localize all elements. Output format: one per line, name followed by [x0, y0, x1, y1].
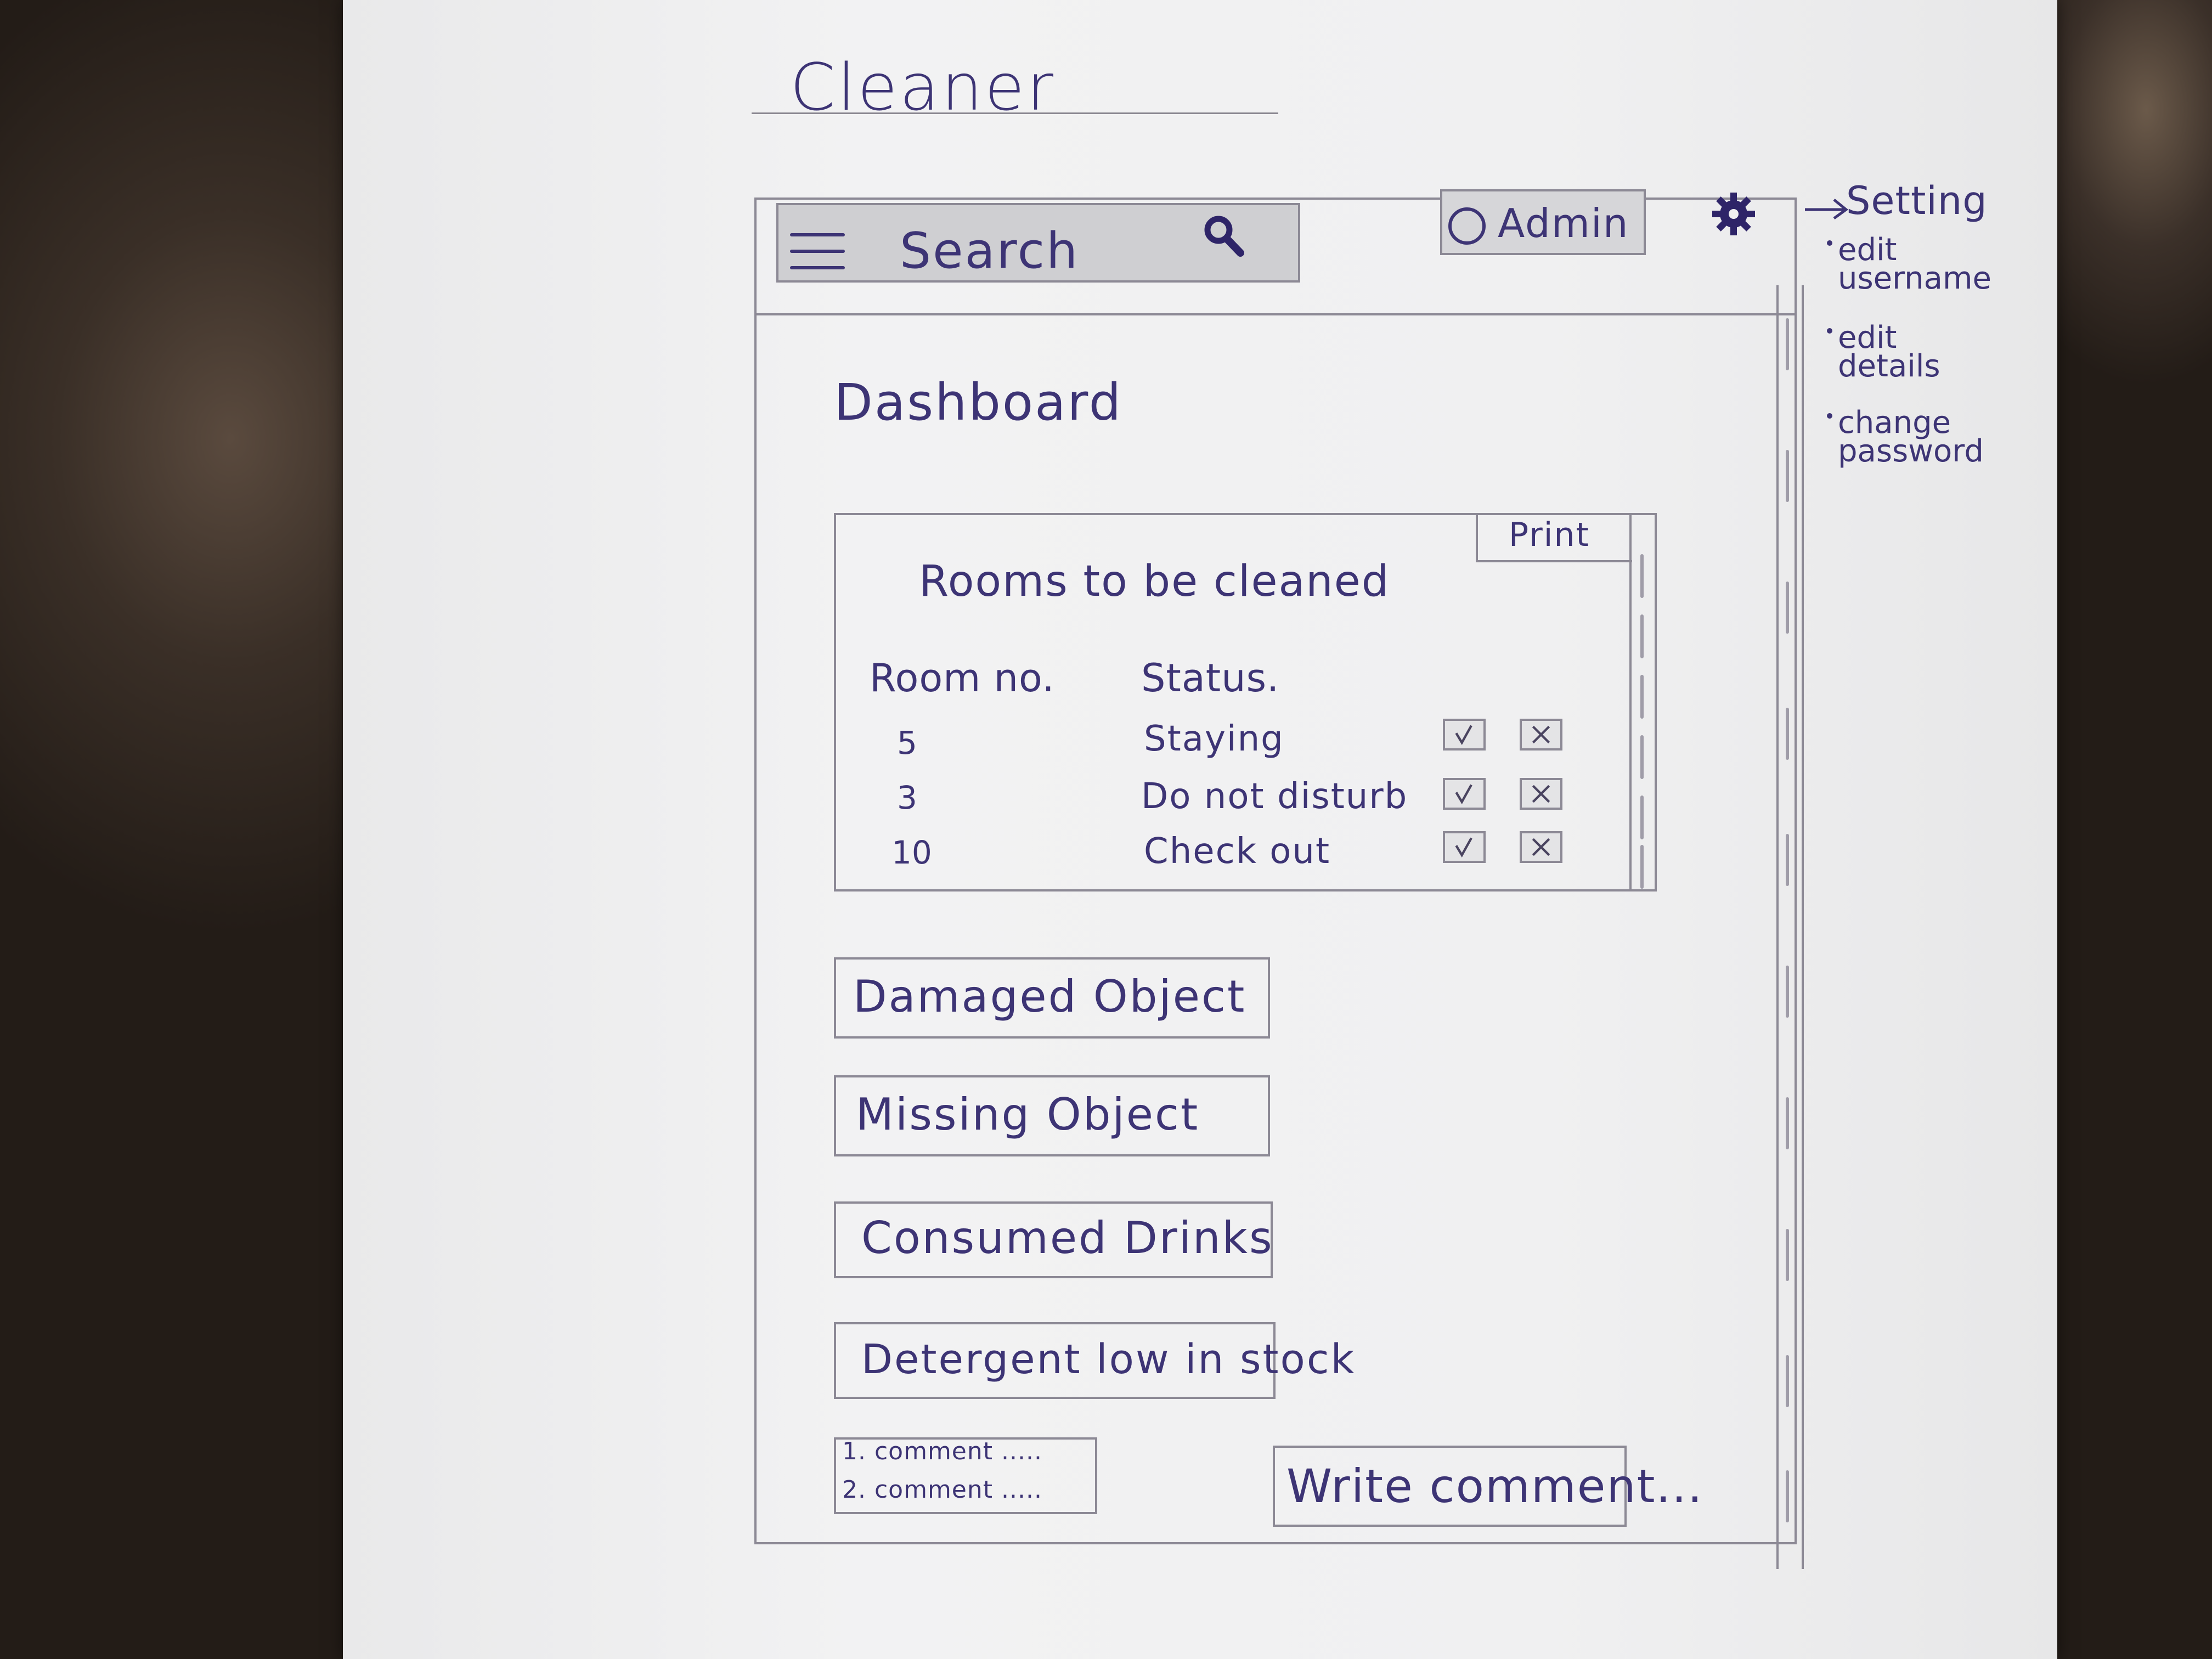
reject-checkbox[interactable] — [1520, 719, 1562, 751]
reject-checkbox[interactable] — [1520, 778, 1562, 810]
scrollbar-dash — [1786, 1229, 1789, 1281]
consumed-drinks-label[interactable]: Consumed Drinks — [861, 1212, 1274, 1263]
consumed-drinks-button[interactable] — [834, 1201, 1273, 1278]
print-label[interactable]: Print — [1509, 516, 1590, 554]
arrow-right-icon — [1805, 199, 1849, 220]
missing-object-button[interactable] — [834, 1075, 1270, 1156]
search-bar[interactable] — [776, 203, 1300, 283]
scrollbar-dash — [1786, 1355, 1789, 1407]
approve-checkbox[interactable] — [1443, 831, 1486, 863]
search-input[interactable]: Search — [900, 222, 1080, 280]
room-number-cell: 5 — [897, 724, 917, 761]
comments-list — [834, 1437, 1097, 1514]
damaged-object-label[interactable]: Damaged Object — [853, 971, 1246, 1022]
scrollbar-dash — [1640, 735, 1644, 779]
room-number-cell: 3 — [897, 779, 917, 816]
top-bar — [754, 198, 1797, 315]
write-comment-input[interactable] — [1273, 1446, 1627, 1527]
reject-checkbox[interactable] — [1520, 831, 1562, 863]
write-comment-placeholder[interactable]: Write comment... — [1286, 1459, 1703, 1513]
admin-button[interactable] — [1440, 189, 1646, 255]
status-cell: Staying — [1144, 719, 1284, 759]
scrollbar-dash — [1640, 845, 1644, 889]
detergent-low-button[interactable] — [834, 1322, 1276, 1399]
approve-checkbox[interactable] — [1443, 778, 1486, 810]
scrollbar-dash — [1640, 675, 1644, 719]
page-title: Dashboard — [834, 373, 1123, 432]
rooms-panel — [834, 513, 1657, 891]
room-number-cell: 10 — [891, 834, 932, 871]
column-header-status: Status. — [1141, 656, 1280, 701]
scrollbar-dash — [1640, 614, 1644, 658]
scrollbar-dash — [1786, 966, 1789, 1018]
scrollbar-dash — [1786, 834, 1789, 886]
scrollbar-dash — [1640, 554, 1644, 598]
scrollbar-dash — [1786, 318, 1789, 370]
admin-label: Admin — [1498, 200, 1629, 246]
missing-object-label[interactable]: Missing Object — [856, 1089, 1200, 1140]
app-window — [754, 198, 1797, 1544]
comment-item: 1. comment ..... — [842, 1437, 1042, 1465]
scrollbar-dash — [1640, 795, 1644, 839]
main-scrollbar[interactable] — [1776, 285, 1804, 1569]
rooms-panel-scrollbar[interactable] — [1629, 513, 1654, 891]
rooms-panel-title: Rooms to be cleaned — [919, 557, 1390, 606]
comment-item: 2. comment ..... — [842, 1476, 1042, 1504]
status-cell: Do not disturb — [1141, 776, 1408, 817]
scrollbar-dash — [1786, 582, 1789, 634]
gear-icon[interactable] — [1709, 189, 1758, 239]
settings-item-edit-details: edit details — [1827, 323, 1975, 382]
column-header-room: Room no. — [870, 656, 1055, 701]
user-circle-icon — [1448, 207, 1486, 245]
print-button[interactable] — [1476, 513, 1632, 562]
damaged-object-button[interactable] — [834, 957, 1270, 1039]
settings-item-change-password: change password — [1827, 408, 2002, 467]
status-cell: Check out — [1144, 831, 1331, 872]
hamburger-menu-icon[interactable] — [790, 233, 845, 272]
scrollbar-dash — [1786, 708, 1789, 760]
settings-note-title: Setting — [1846, 178, 1988, 223]
detergent-low-label[interactable]: Detergent low in stock — [861, 1336, 1356, 1383]
approve-checkbox[interactable] — [1443, 719, 1486, 751]
title-underline — [752, 112, 1278, 114]
settings-item-edit-username: edit username — [1827, 235, 2030, 294]
search-icon[interactable] — [1199, 211, 1248, 261]
scrollbar-dash — [1786, 1097, 1789, 1149]
scrollbar-dash — [1786, 1470, 1789, 1522]
scrollbar-dash — [1786, 450, 1789, 502]
